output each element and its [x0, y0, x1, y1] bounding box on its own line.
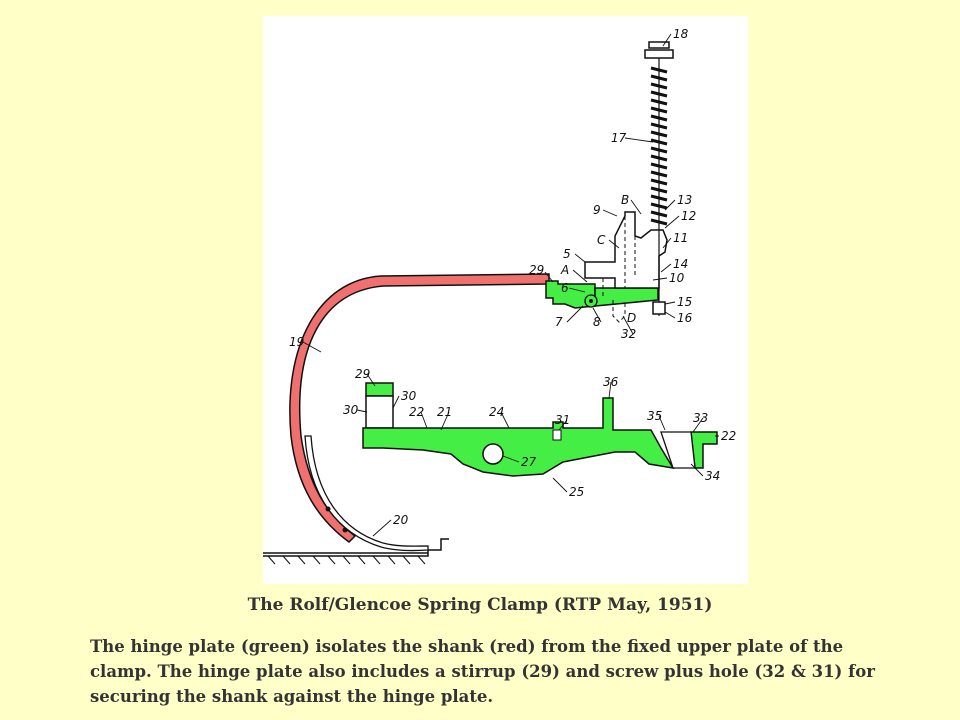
bolt-head [644, 41, 674, 59]
label-B: B [621, 193, 629, 207]
ground-line [263, 538, 449, 557]
patent-drawing: 18 17 B 13 12 9 C 11 5 14 A 29 10 6 15 1… [263, 16, 748, 584]
figure-description: The hinge plate (green) isolates the sha… [90, 637, 875, 706]
label-16: 16 [677, 311, 693, 325]
stirrup [365, 382, 394, 397]
label-32: 32 [621, 327, 636, 341]
label-A: A [560, 263, 569, 277]
hinge-plate-lower [362, 397, 675, 477]
label-14: 14 [673, 257, 688, 271]
fixed-upper-plate [584, 211, 668, 289]
blade [304, 435, 429, 552]
hinge-hole [482, 443, 504, 465]
leader-lines [302, 33, 719, 537]
label-20: 20 [393, 513, 409, 527]
label-22-right: 22 [721, 429, 736, 443]
label-9: 9 [593, 203, 601, 217]
label-10: 10 [669, 271, 685, 285]
label-33: 33 [693, 411, 708, 425]
label-31: 31 [555, 413, 570, 427]
label-35: 35 [647, 409, 662, 423]
label-7: 7 [555, 315, 563, 329]
label-C: C [597, 233, 606, 247]
stirrup-body [365, 395, 394, 429]
label-21: 21 [437, 405, 452, 419]
label-13: 13 [677, 193, 692, 207]
label-30-right: 30 [401, 389, 417, 403]
ground-hatch [267, 555, 426, 565]
label-29-upper: 29 [529, 263, 544, 277]
figure-caption: The Rolf/Glencoe Spring Clamp (RTP May, … [247, 595, 713, 615]
label-25: 25 [569, 485, 584, 499]
label-19: 19 [289, 335, 304, 349]
spring-clamp-diagram: 18 17 B 13 12 9 C 11 5 14 A 29 10 6 15 1… [263, 27, 736, 565]
label-29-lower: 29 [355, 367, 370, 381]
label-30-left: 30 [343, 403, 359, 417]
label-34: 34 [705, 469, 720, 483]
label-5: 5 [563, 247, 571, 261]
label-12: 12 [681, 209, 696, 223]
label-11: 11 [673, 231, 688, 245]
label-D: D [627, 311, 636, 325]
label-17: 17 [611, 131, 627, 145]
hinge-plate-arm [594, 287, 659, 307]
label-8: 8 [593, 315, 601, 329]
label-15: 15 [677, 295, 692, 309]
hinge-plate-upper [545, 280, 596, 309]
label-22-left: 22 [409, 405, 424, 419]
label-18: 18 [673, 27, 689, 41]
label-24: 24 [489, 405, 504, 419]
label-6: 6 [561, 281, 569, 295]
label-27: 27 [521, 455, 537, 469]
